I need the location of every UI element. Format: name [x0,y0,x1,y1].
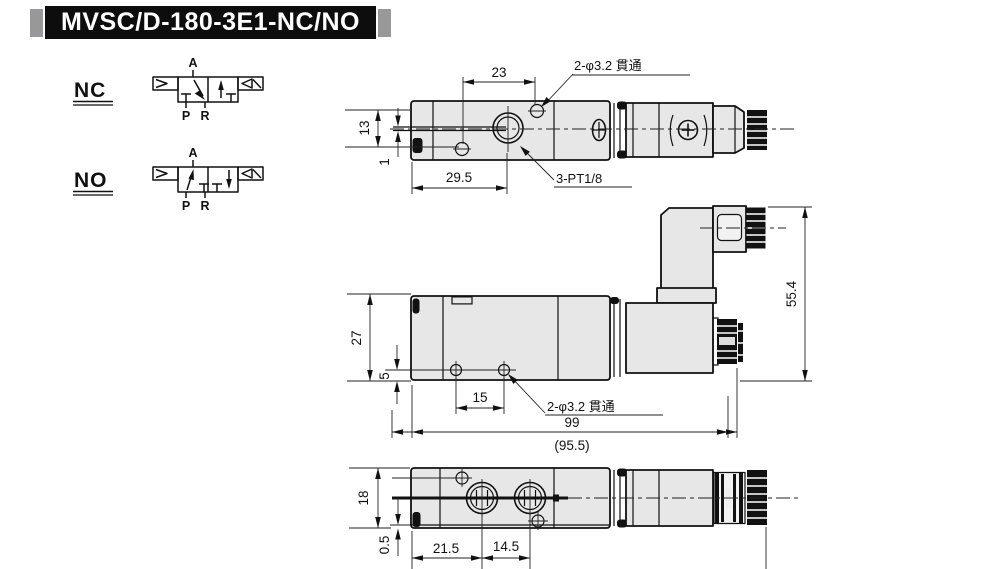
side-view-solenoid [625,302,714,374]
no-port-a: A [188,146,197,160]
nc-label: NC [74,79,106,102]
dim-55-4: 55.4 [784,280,799,307]
dim-95-5: (95.5) [554,438,589,453]
no-port-p: P [182,199,190,213]
side-view: 27 5 15 2-φ3.2 貫通 55.4 [347,205,812,453]
no-label: NO [74,169,108,192]
dim-13: 13 [357,120,372,135]
nc-symbol: NC A [73,56,264,123]
dim-0-5: 0.5 [377,536,392,555]
dim-99: 99 [564,415,579,430]
banner-plate: MVSC/D-180-3E1-NC/NO [45,6,376,39]
dim-29-5: 29.5 [446,170,472,185]
label-through-side: 2-φ3.2 貫通 [547,399,615,414]
no-symbol: NO A P R [73,146,264,213]
label-through-top: 2-φ3.2 貫通 [574,58,642,73]
nc-port-r: R [200,109,209,123]
connector-riser [660,207,714,290]
dim-18: 18 [356,490,371,505]
dim-23: 23 [491,65,506,80]
top-view-knurl [747,110,767,150]
dim-27: 27 [349,330,364,345]
no-port-r: R [200,199,209,213]
dim-1: 1 [377,158,392,166]
banner-left-tab [30,8,43,37]
banner-right-tab [377,8,391,37]
label-ports: 3-PT1/8 [556,171,602,186]
side-view-body [410,295,611,381]
bottom-view: 18 0.5 21.5 14.5 [349,467,798,569]
top-view-solenoid [625,102,714,158]
dim-5: 5 [377,372,392,380]
dim-21-5: 21.5 [433,541,459,556]
dim-15: 15 [472,390,487,405]
page-title: MVSC/D-180-3E1-NC/NO [61,8,360,36]
bottom-view-knurl [747,470,767,525]
top-view: 23 13 1 29.5 2-φ3.2 貫通 [345,58,795,194]
nc-port-p: P [182,109,190,123]
dim-14-5: 14.5 [493,539,519,554]
title-banner: MVSC/D-180-3E1-NC/NO [30,6,391,39]
nc-port-a: A [188,56,197,70]
